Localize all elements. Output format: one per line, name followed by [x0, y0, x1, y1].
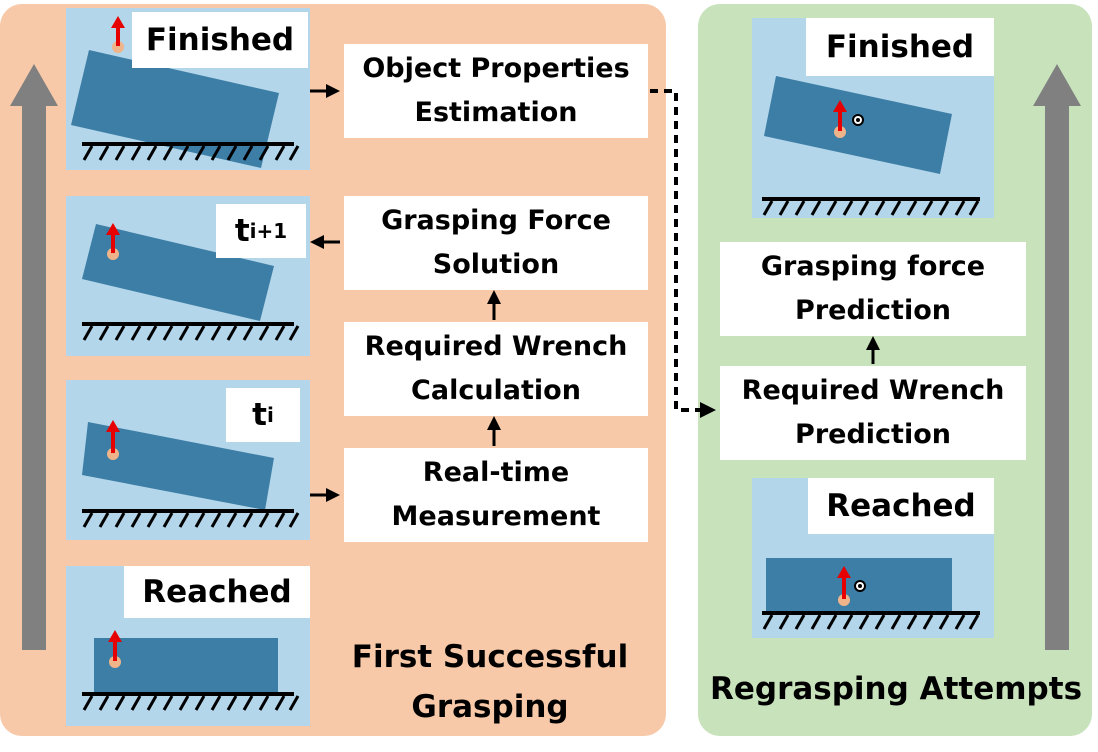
- required-wrench-prediction-box: Required Wrench Prediction: [720, 366, 1026, 460]
- sketch-reached: Reached: [66, 566, 310, 726]
- sketch-finished: Finished: [66, 8, 310, 170]
- force-arrow: [833, 100, 847, 112]
- sketch-regrasp-finished: Finished: [752, 18, 994, 218]
- ground-hatch: [82, 512, 300, 528]
- object-block: [82, 224, 274, 321]
- ground-hatch: [762, 200, 980, 216]
- object-block: [82, 422, 274, 510]
- box-line: Estimation: [414, 97, 578, 128]
- ground-hatch: [82, 695, 300, 711]
- first-grasping-caption: First Successful Grasping: [340, 632, 640, 732]
- state-label-regrasp-finished: Finished: [806, 18, 994, 76]
- box-line: Grasping Force: [381, 205, 611, 236]
- object-block: [94, 638, 278, 694]
- box-line: Solution: [432, 249, 560, 280]
- contact-point: [834, 126, 846, 138]
- dashed-transfer-connector: [650, 89, 702, 412]
- ground-hatch: [82, 325, 300, 341]
- contact-point: [838, 594, 850, 606]
- grasping-force-prediction-box: Grasping force Prediction: [720, 242, 1026, 336]
- box-line: Grasping force: [760, 251, 986, 282]
- contact-point: [107, 448, 119, 460]
- contact-point: [109, 656, 121, 668]
- sketch-regrasp-reached: Reached: [752, 478, 994, 638]
- real-time-measurement-box: Real-time Measurement: [344, 448, 648, 542]
- caption-line: First Successful: [351, 639, 629, 675]
- force-arrow: [106, 223, 120, 235]
- box-line: Measurement: [391, 501, 601, 532]
- ground-hatch: [762, 614, 980, 630]
- state-label-regrasp-reached: Reached: [808, 478, 994, 534]
- box-line: Required Wrench: [364, 331, 628, 362]
- force-arrow: [106, 420, 120, 432]
- box-line: Prediction: [795, 295, 951, 326]
- state-label-reached: Reached: [124, 566, 310, 618]
- object-properties-estimation-box: Object Properties Estimation: [344, 44, 648, 138]
- force-arrow: [111, 16, 125, 28]
- caption-line: Grasping: [411, 689, 569, 725]
- regrasping-caption: Regrasping Attempts: [709, 671, 1083, 707]
- dashed-connector-arrowhead: [700, 402, 716, 418]
- state-label-finished: Finished: [132, 12, 308, 68]
- progress-arrow-right: [1033, 64, 1081, 650]
- force-arrow: [837, 566, 851, 578]
- force-arrow: [108, 630, 122, 642]
- box-line: Prediction: [795, 419, 951, 450]
- box-line: Object Properties: [362, 53, 630, 84]
- object-block: [71, 50, 279, 168]
- ground-hatch: [82, 145, 300, 161]
- box-line: Required Wrench: [741, 375, 1005, 406]
- required-wrench-calculation-box: Required Wrench Calculation: [344, 322, 648, 416]
- box-line: Real-time: [422, 457, 570, 488]
- contact-point: [107, 248, 119, 260]
- progress-arrow-left: [10, 64, 58, 650]
- grasping-force-solution-box: Grasping Force Solution: [344, 196, 648, 290]
- contact-point: [112, 41, 124, 53]
- box-line: Calculation: [411, 375, 581, 406]
